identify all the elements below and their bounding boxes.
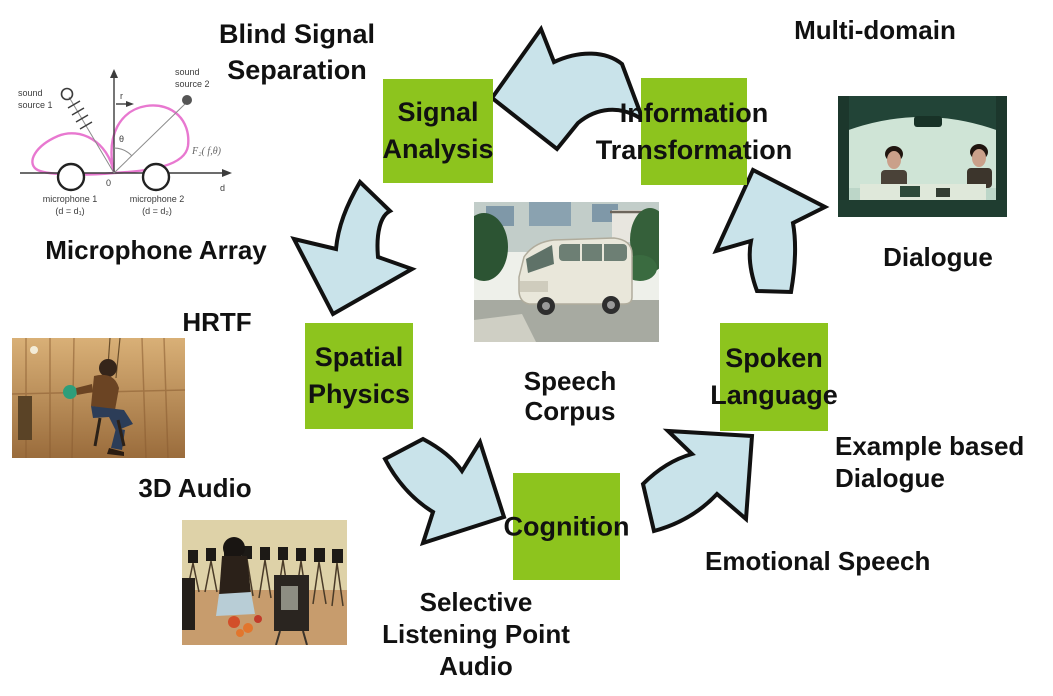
- box-spoken-language: Spoken Language: [710, 323, 838, 431]
- speech-corpus-van-photo: [474, 202, 659, 342]
- arrow-cognition-to-spoken: [640, 428, 755, 534]
- arrow-information-to-signal: [489, 24, 648, 152]
- d-axis-label: d: [220, 183, 225, 193]
- box-spatial-physics-label: Spatial Physics: [307, 342, 411, 409]
- box-cognition: Cognition: [504, 473, 629, 580]
- sound-source1-label-line1: sound: [18, 88, 43, 98]
- arrow-signal-to-spatial: [290, 178, 417, 317]
- theta-arc: [113, 147, 133, 157]
- origin-label: 0: [106, 178, 111, 188]
- listener-person: [216, 537, 255, 616]
- rearview-mirror: [914, 116, 942, 127]
- box-signal-analysis: Signal Analysis: [382, 79, 494, 183]
- pillar-left: [838, 96, 849, 217]
- r-arrowhead: [126, 101, 134, 107]
- caption-microphone-array: Microphone Array: [45, 235, 267, 265]
- box-spatial-physics: Spatial Physics: [305, 323, 413, 429]
- box-signal-analysis-label: Signal Analysis: [382, 97, 494, 164]
- passenger-left: [881, 146, 907, 190]
- caption-hrtf: HRTF: [182, 307, 252, 337]
- caption-example-based-dialogue: Example based Dialogue: [835, 431, 1025, 493]
- vertical-axis-arrowhead: [110, 69, 118, 78]
- sound-source2-icon: [182, 95, 192, 105]
- microphone2-icon: [141, 162, 171, 192]
- microphone-array-diagram: r θ sound source 1 sound source 2 F₂( f,…: [18, 67, 232, 216]
- seated-person: [76, 359, 133, 456]
- box-information-transformation-label: Information Transformation: [595, 97, 793, 165]
- microphone2-label-line2: (d = d₂): [142, 206, 172, 216]
- dialogue-car-interior-photo: [838, 96, 1007, 217]
- dashboard: [860, 184, 986, 200]
- white-van: [518, 237, 633, 315]
- caption-selective-listening-point-audio: Selective Listening Point Audio: [382, 587, 570, 681]
- beam-function-label: F₂( f,θ): [191, 146, 222, 157]
- arrow-spatial-to-cognition: [382, 436, 507, 547]
- car-ceiling: [838, 96, 1007, 134]
- console-bottom: [838, 200, 1007, 217]
- passenger-right: [967, 144, 992, 188]
- green-microphone-disc: [63, 385, 77, 399]
- crosswalk: [474, 314, 536, 342]
- microphone1-icon: [56, 162, 86, 192]
- equipment: [18, 396, 32, 440]
- microphone1-label-line1: microphone 1: [43, 194, 98, 204]
- caption-emotional-speech: Emotional Speech: [705, 546, 931, 576]
- chair: [93, 417, 126, 447]
- hrtf-anechoic-chamber-photo: [12, 338, 185, 458]
- microphone1-label-line2: (d = d₁): [55, 206, 84, 216]
- sound-source1-icon: [60, 87, 74, 101]
- 3d-audio-speaker-room-photo: [182, 520, 347, 645]
- chamber-lamp: [30, 346, 38, 354]
- foreground-speaker-right: [274, 575, 309, 645]
- source1-line: [68, 96, 115, 174]
- box-cognition-label: Cognition: [503, 511, 630, 541]
- caption-speech-corpus: Speech Corpus: [523, 366, 617, 426]
- sound-source2-label-line1: sound: [175, 67, 200, 77]
- foreground-speaker-left: [182, 578, 195, 630]
- sound-source1-label-line2: source 1: [18, 100, 53, 110]
- r-label: r: [120, 91, 123, 101]
- horizontal-axis-arrowhead: [222, 169, 232, 177]
- wavefront-hatches: [67, 100, 93, 130]
- caption-multi-domain: Multi-domain: [794, 15, 956, 45]
- source2-line: [113, 102, 187, 174]
- microphone2-label-line1: microphone 2: [130, 194, 185, 204]
- box-information-transformation: Information Transformation: [596, 78, 792, 185]
- theta-label: θ: [119, 134, 124, 144]
- pillar-right: [996, 96, 1007, 217]
- box-spoken-language-label: Spoken Language: [710, 343, 838, 410]
- sound-source2-label-line2: source 2: [175, 79, 210, 89]
- trees: [474, 208, 659, 281]
- caption-3d-audio: 3D Audio: [138, 473, 252, 503]
- caption-blind-signal-separation: Blind Signal Separation: [218, 19, 376, 85]
- arrow-spoken-to-information: [712, 167, 830, 295]
- caption-dialogue: Dialogue: [883, 242, 993, 272]
- floor-marking: [228, 615, 262, 637]
